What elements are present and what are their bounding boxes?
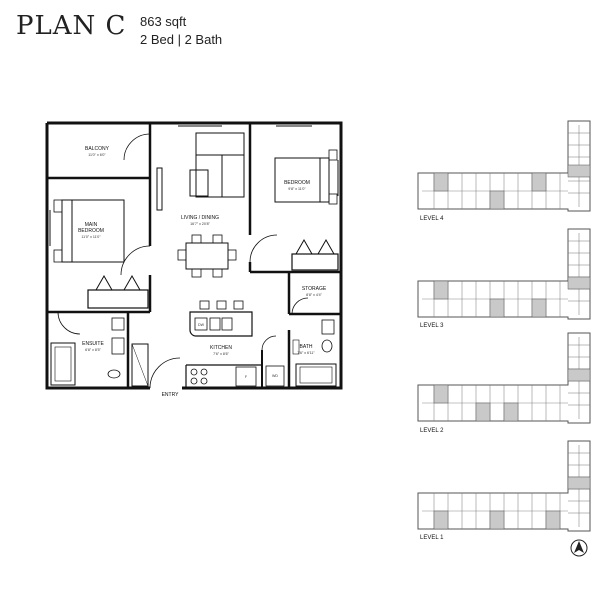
entry-label: ENTRY bbox=[162, 392, 180, 398]
plan-rooms: 2 Bed | 2 Bath bbox=[140, 32, 223, 47]
kitchen-dim: 7'6" x 8'6" bbox=[213, 352, 229, 356]
washer-dryer-label: WD bbox=[272, 374, 278, 378]
level-4-label: LEVEL 4 bbox=[420, 216, 444, 222]
plan-title: PLAN C bbox=[16, 11, 127, 41]
plan-area: 863 sqft bbox=[140, 14, 187, 29]
highlighted-unit-3 bbox=[433, 276, 591, 318]
storage-dim: 8'8" x 4'4" bbox=[306, 293, 322, 297]
storage-label: STORAGE bbox=[302, 286, 327, 292]
keyplan-level-4: LEVEL 4 bbox=[417, 120, 591, 222]
main-bedroom-label-2: BEDROOM bbox=[78, 228, 104, 234]
keyplan-level-1: LEVEL 1 bbox=[417, 440, 591, 541]
level-1-label: LEVEL 1 bbox=[420, 535, 444, 541]
bath-label: BATH bbox=[300, 344, 313, 350]
highlighted-unit-4 bbox=[433, 164, 591, 210]
bath-dim: 7'6" x 6'11" bbox=[297, 351, 315, 355]
fridge-label: F bbox=[245, 375, 248, 379]
kitchen-label: KITCHEN bbox=[210, 345, 232, 351]
unit-floor-plan bbox=[45, 121, 343, 390]
dishwasher-label: DW bbox=[198, 323, 205, 327]
bedroom-dim: 9'8" x 11'0" bbox=[288, 187, 306, 191]
living-dim: 16'7" x 20'8" bbox=[190, 222, 210, 226]
level-2-label: LEVEL 2 bbox=[420, 428, 444, 434]
bedroom-label: BEDROOM bbox=[284, 180, 310, 186]
main-bedroom-dim: 11'0" x 11'0" bbox=[81, 235, 101, 239]
highlighted-unit-1 bbox=[433, 476, 591, 530]
north-arrow-icon bbox=[570, 539, 588, 557]
keyplan-level-2: LEVEL 2 bbox=[417, 332, 591, 434]
ensuite-label: ENSUITE bbox=[82, 341, 104, 347]
ensuite-dim: 6'8" x 8'5" bbox=[85, 348, 101, 352]
keyplan-level-3: LEVEL 3 bbox=[417, 228, 591, 329]
room-labels: BALCONY 11'0" x 6'0" LIVING / DINING 16'… bbox=[78, 146, 327, 398]
balcony-label: BALCONY bbox=[85, 146, 110, 152]
highlighted-unit-2 bbox=[433, 368, 591, 422]
main-bedroom-label-1: MAIN bbox=[85, 222, 98, 228]
level-3-label: LEVEL 3 bbox=[420, 323, 444, 329]
living-label: LIVING / DINING bbox=[181, 215, 219, 221]
balcony-dim: 11'0" x 6'0" bbox=[88, 153, 106, 157]
